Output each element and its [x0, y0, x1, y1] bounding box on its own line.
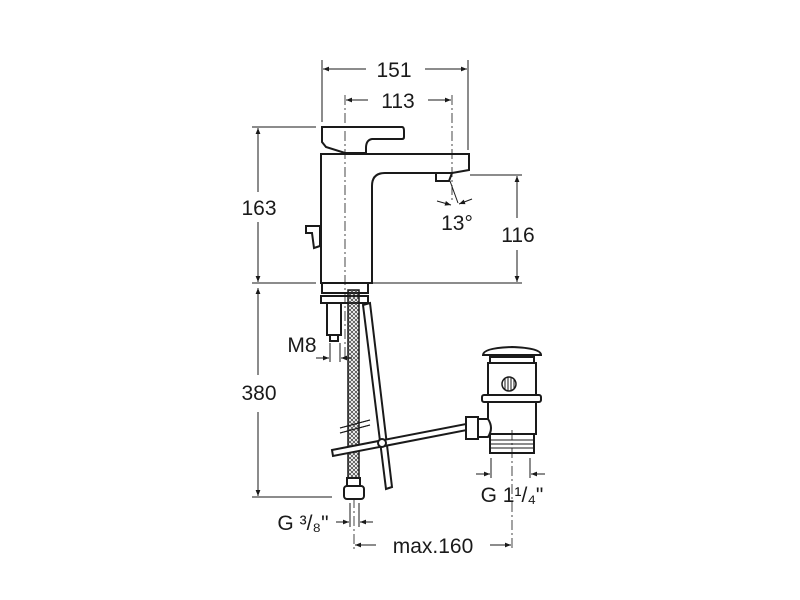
dim-waste-thread: G 1¹/₄" [481, 484, 544, 507]
dim-spout-reach: 113 [381, 90, 414, 113]
spout-aerator [435, 172, 454, 182]
hose-nut [343, 485, 365, 500]
handle-lever [321, 126, 405, 154]
dim-overall-width: 151 [376, 59, 411, 82]
rod-nozzle [465, 416, 479, 440]
pop-up-knob [305, 225, 321, 250]
dim-hose-length: 380 [241, 382, 276, 405]
dimension-lines [252, 60, 545, 548]
pop-up-waste [465, 345, 543, 454]
dim-stud-thread: M8 [287, 334, 316, 357]
dim-hose-thread: G ³/₈" [277, 512, 328, 535]
dim-spout-height: 116 [501, 224, 534, 247]
faucet-body [320, 153, 470, 284]
m8-stud [326, 302, 342, 336]
dim-overall-height: 163 [241, 197, 276, 220]
waste-plug [481, 345, 543, 356]
dim-waste-distance: max.160 [393, 535, 474, 558]
lift-rod [361, 301, 394, 491]
faucet [305, 126, 470, 342]
fixing-nut [320, 295, 369, 304]
hose-ferrule [346, 477, 361, 487]
dim-spout-angle: 13° [441, 212, 473, 235]
rod-clip [377, 438, 387, 448]
